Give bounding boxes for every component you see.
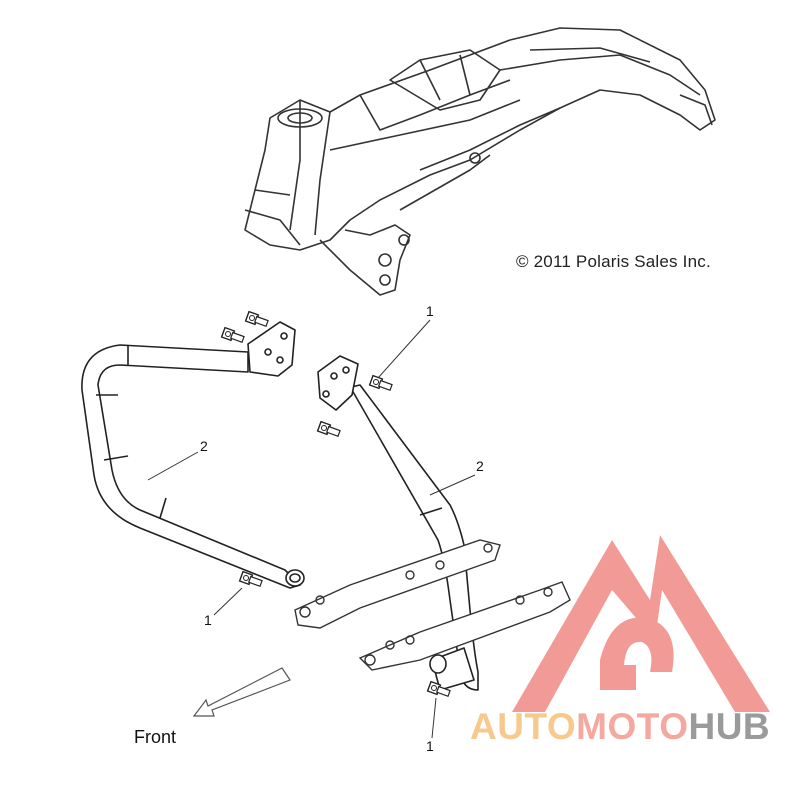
copyright-notice: © 2011 Polaris Sales Inc. (516, 252, 711, 271)
callout-1-left: 1 (204, 612, 212, 628)
watermark-brand: AUTOMOTOHUB (470, 708, 770, 745)
front-arrow-icon (192, 667, 291, 717)
callout-1-bottom: 1 (426, 738, 434, 754)
callout-2-right: 2 (476, 458, 484, 474)
brand-part-hub: HUB (688, 706, 771, 747)
frame-illustration (244, 27, 716, 296)
leader-lines (147, 319, 476, 739)
front-direction-label: Front (134, 727, 177, 747)
watermark-logo-icon (512, 535, 770, 712)
callout-1-top: 1 (426, 303, 434, 319)
brand-part-moto: MOTO (576, 706, 689, 747)
footrest-bracket-illustration (294, 539, 571, 671)
callout-2-left: 2 (200, 438, 208, 454)
left-tube-illustration (81, 321, 305, 589)
brand-part-auto: AUTO (470, 706, 577, 747)
